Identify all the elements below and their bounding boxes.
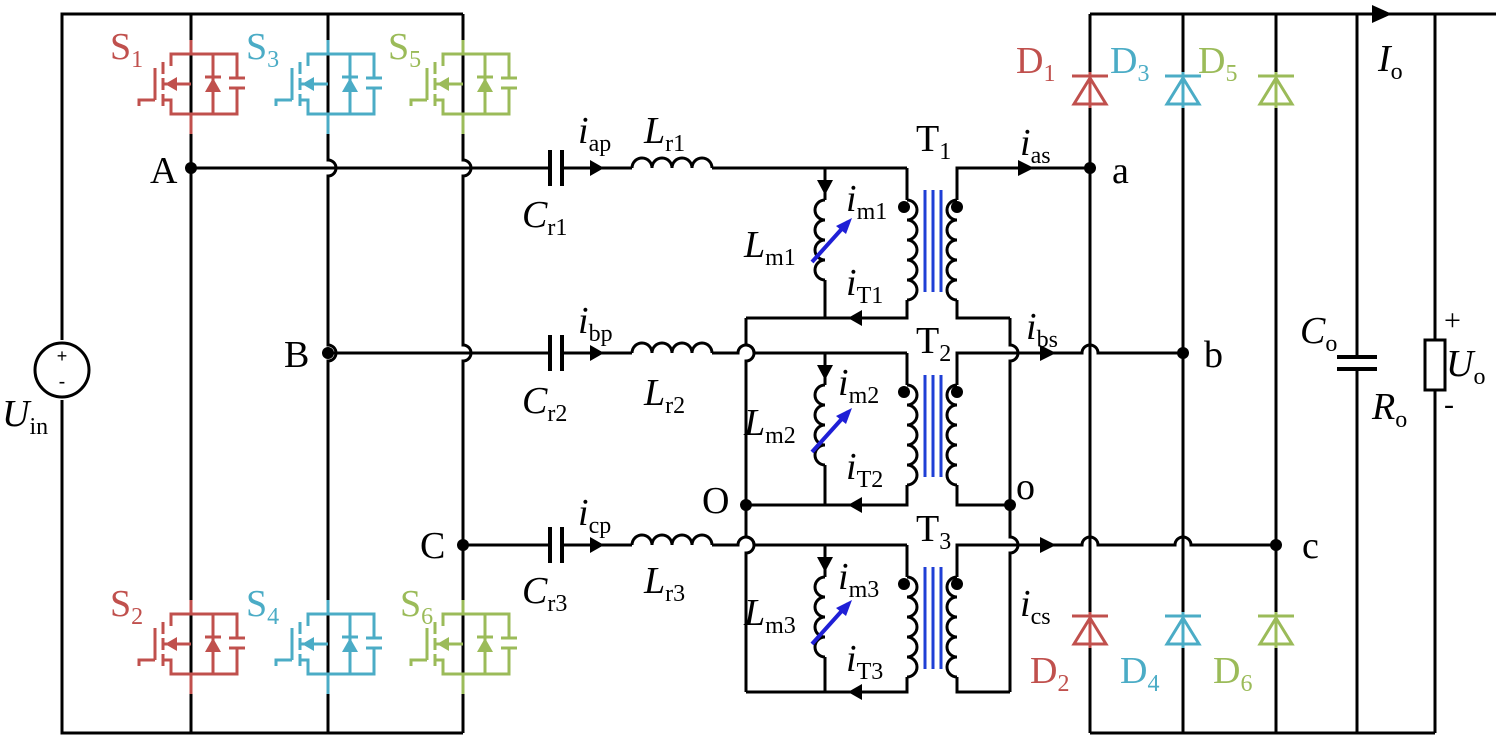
switch-s2 (137, 600, 245, 694)
switch-s3 (274, 40, 382, 134)
node-label-b-upper: B (284, 334, 310, 376)
label-cr3: Cr3 (522, 570, 568, 617)
switch-s1 (137, 40, 245, 134)
label-ro: Ro (1372, 386, 1408, 433)
label-ics: ics (1020, 583, 1051, 630)
label-ibp: ibp (578, 300, 613, 347)
label-it3: iT3 (846, 638, 884, 685)
label-uo-minus: - (1444, 388, 1454, 421)
label-cr2: Cr2 (522, 380, 568, 427)
svg-text:-: - (59, 371, 66, 393)
label-co: Co (1300, 310, 1338, 357)
transformer-t1 (923, 160, 1090, 320)
label-icp: icp (578, 492, 612, 539)
label-it2: iT2 (846, 446, 884, 493)
primary-neutral (744, 318, 756, 692)
node-label-a-lower: a (1112, 150, 1129, 192)
node-label-neutral-primary: O (702, 480, 730, 522)
label-s6: S6 (400, 583, 434, 630)
svg-text:+: + (57, 346, 68, 366)
label-s2: S2 (110, 583, 144, 630)
switch-s4 (274, 600, 382, 694)
label-uo: Uo (1446, 343, 1486, 390)
transformer-t2 (923, 351, 1010, 507)
diode-d1 (1070, 72, 1110, 108)
node-label-c-upper: C (420, 525, 446, 567)
label-s5: S5 (388, 26, 422, 73)
label-im1: im1 (846, 178, 888, 225)
label-s3: S3 (246, 26, 280, 73)
label-d4: D4 (1120, 650, 1160, 697)
node-dots (185, 162, 1282, 551)
label-lr3: Lr3 (644, 560, 686, 607)
output-capacitor (1335, 355, 1379, 371)
label-t2: T2 (916, 320, 952, 367)
diode-d5 (1256, 72, 1296, 108)
node-label-c-lower: c (1302, 525, 1319, 567)
diode-d6 (1256, 612, 1296, 648)
phase-b-primary (328, 335, 919, 513)
input-voltage-source: + - (33, 341, 91, 399)
label-ibs: ibs (1026, 306, 1058, 353)
label-d3: D3 (1110, 40, 1150, 87)
label-ias: ias (1020, 122, 1051, 169)
label-lm3: Lm3 (744, 592, 796, 639)
label-d1: D1 (1016, 40, 1056, 87)
node-label-a-upper: A (150, 150, 178, 192)
label-cr1: Cr1 (522, 194, 568, 241)
label-lr2: Lr2 (644, 372, 686, 419)
label-t1: T1 (916, 118, 952, 165)
label-lm1: Lm1 (744, 224, 796, 271)
label-t3: T3 (916, 508, 952, 555)
label-d6: D6 (1213, 650, 1253, 697)
label-im3: im3 (838, 556, 880, 603)
switch-s5 (409, 40, 517, 134)
label-uo-plus: + (1444, 304, 1461, 337)
label-d2: D2 (1030, 650, 1070, 697)
label-iap: iap (578, 110, 612, 157)
label-uin: Uin (2, 393, 49, 440)
transformer-t3 (923, 543, 1010, 694)
load-resistor (1423, 338, 1447, 392)
diode-d3 (1163, 72, 1203, 108)
diode-d4 (1163, 612, 1203, 648)
label-it1: iT1 (846, 262, 884, 309)
label-s1: S1 (110, 26, 144, 73)
label-im2: im2 (838, 362, 880, 409)
label-lr1: Lr1 (644, 110, 686, 157)
node-label-neutral-secondary: o (1016, 466, 1035, 508)
secondary-neutral (1008, 318, 1020, 692)
label-d5: D5 (1198, 40, 1238, 87)
label-s4: S4 (246, 583, 280, 630)
phase-a-primary (191, 150, 919, 326)
secondary-lines (1010, 343, 1276, 553)
label-lm2: Lm2 (744, 402, 796, 449)
node-label-b-lower: b (1204, 334, 1223, 376)
label-io: Io (1378, 38, 1403, 85)
switch-s6 (409, 600, 517, 694)
diode-d2 (1070, 612, 1110, 648)
